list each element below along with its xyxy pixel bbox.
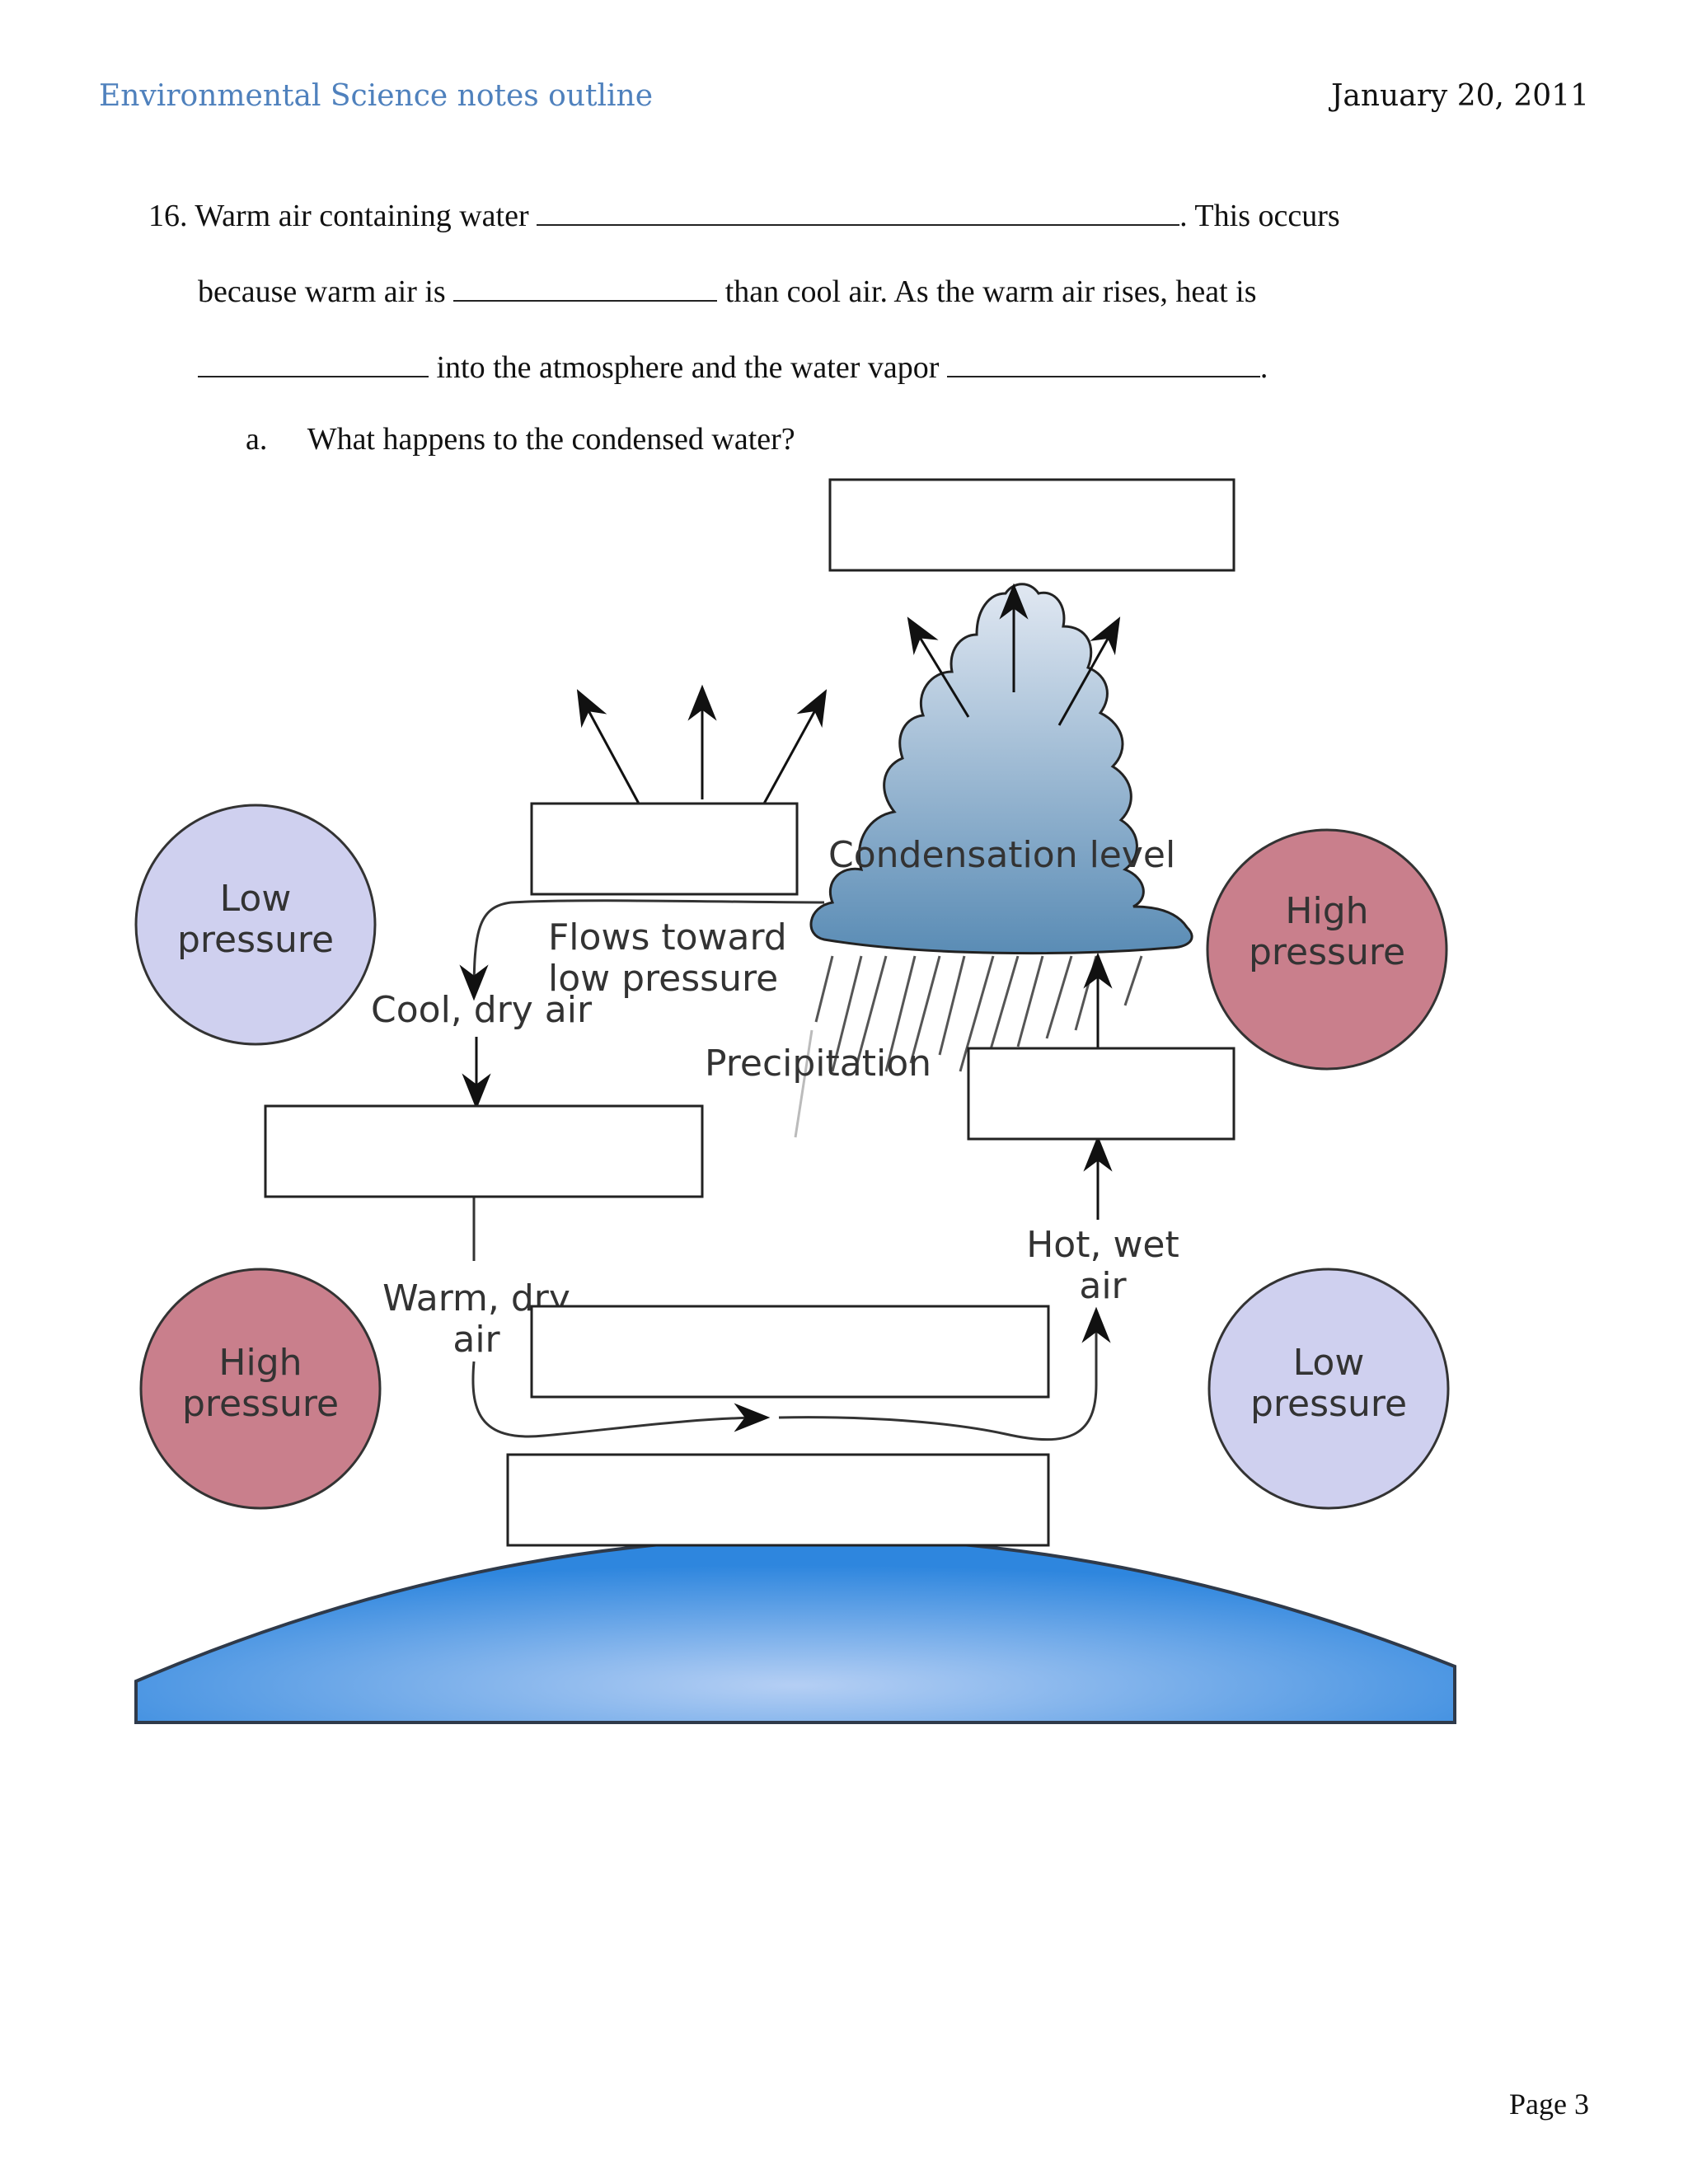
high-pressure-label: pressure — [1249, 931, 1405, 973]
answer-box-middle-right[interactable] — [967, 1047, 1236, 1141]
header-title: Environmental Science notes outline — [99, 79, 654, 113]
condensation-level-label: Condensation level — [828, 834, 1175, 876]
question-text: . — [1259, 350, 1268, 385]
hot-wet-air-label: Hot, wet — [1026, 1224, 1179, 1266]
flow-curve-bottom — [471, 1361, 771, 1438]
answer-box-bottom[interactable] — [506, 1453, 1050, 1547]
precipitation-label: Precipitation — [705, 1043, 931, 1085]
warm-dry-air-label: air — [452, 1319, 500, 1361]
low-pressure-label: Low — [220, 878, 292, 920]
high-pressure-label: pressure — [182, 1383, 339, 1425]
low-pressure-label: pressure — [1250, 1383, 1407, 1425]
answer-box-middle-left[interactable] — [264, 1104, 704, 1198]
answer-box-lower[interactable] — [530, 1305, 1050, 1399]
low-pressure-circle-right — [1207, 1268, 1450, 1510]
high-pressure-label: High — [1285, 890, 1368, 932]
question-line-1: 16. Warm air containing water . This occ… — [148, 196, 1340, 232]
cool-dry-air-label: Cool, dry air — [371, 989, 593, 1031]
low-pressure-label: pressure — [177, 919, 334, 961]
arrow-up-right-icon — [1057, 616, 1121, 726]
question-text: than cool air. As the warm air rises, he… — [724, 274, 1257, 309]
rain-streaks — [794, 955, 1143, 1138]
low-pressure-label: Low — [1293, 1342, 1365, 1384]
answer-blank[interactable] — [198, 348, 429, 377]
page-number: Page 3 — [1509, 2088, 1589, 2121]
sub-question-text: What happens to the condensed water? — [307, 422, 795, 457]
high-pressure-label: High — [218, 1342, 302, 1384]
arrow-up-left-icon — [576, 689, 640, 804]
answer-box-top[interactable] — [828, 478, 1236, 572]
arrow-up-left-icon — [907, 616, 970, 718]
sub-question-marker: a. — [246, 422, 268, 457]
ocean-surface — [134, 1535, 1456, 1724]
question-text: because warm air is — [198, 274, 446, 309]
sub-question-a: a. What happens to the condensed water? — [246, 424, 795, 455]
answer-blank[interactable] — [453, 272, 718, 302]
answer-box-upper-left[interactable] — [530, 802, 799, 896]
high-pressure-circle-right — [1206, 828, 1448, 1071]
question-number: 16. — [148, 199, 188, 233]
low-pressure-circle-left — [134, 804, 377, 1046]
question-line-3: into the atmosphere and the water vapor … — [198, 348, 1268, 383]
question-text: into the atmosphere and the water vapor — [436, 350, 940, 385]
arrow-up-right-icon — [762, 689, 828, 804]
flow-curve-top — [459, 899, 825, 1001]
question-text: Warm air containing water — [195, 199, 529, 233]
high-pressure-circle-left — [139, 1268, 382, 1510]
question-line-2: because warm air is than cool air. As th… — [198, 272, 1256, 307]
question-text: . This occurs — [1179, 199, 1340, 233]
cloud — [809, 583, 1193, 955]
answer-blank[interactable] — [537, 196, 1180, 226]
flow-curve-bottom-right — [778, 1306, 1111, 1441]
answer-blank[interactable] — [946, 348, 1260, 377]
header-date: January 20, 2011 — [1330, 79, 1589, 113]
flows-toward-label: Flows toward — [548, 916, 787, 958]
hot-wet-air-label: air — [1079, 1265, 1127, 1307]
flows-toward-label: low pressure — [548, 958, 778, 1000]
